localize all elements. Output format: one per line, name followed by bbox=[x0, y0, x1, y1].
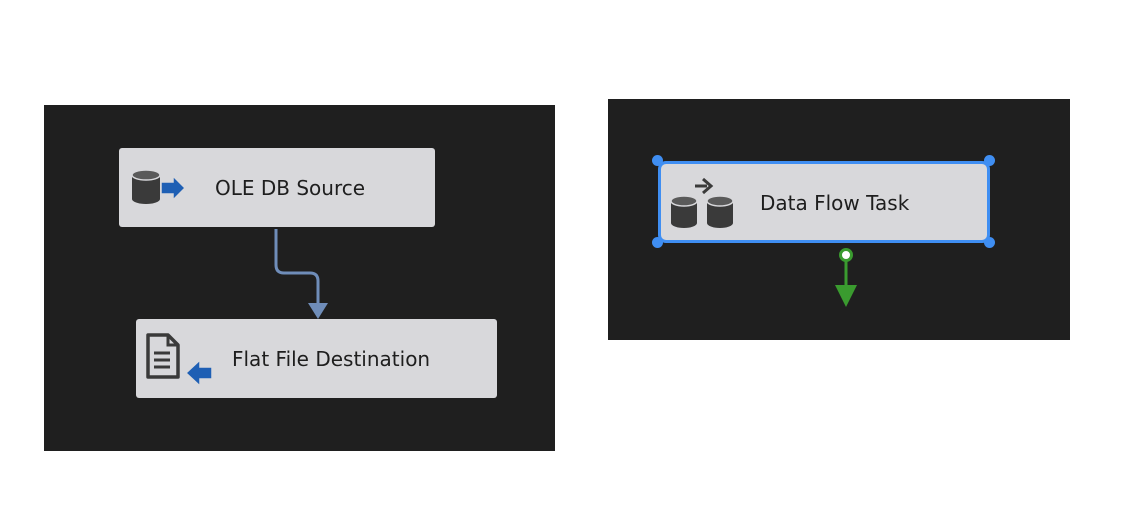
control-flow-canvas: Data Flow Task bbox=[608, 99, 1070, 340]
precedence-constraint-arrow[interactable] bbox=[608, 99, 1070, 340]
resize-handle-top-right[interactable] bbox=[984, 155, 995, 166]
ole-db-source-component[interactable]: OLE DB Source bbox=[119, 148, 435, 227]
data-flow-task-component[interactable]: Data Flow Task bbox=[658, 161, 990, 243]
resize-handle-bottom-left[interactable] bbox=[652, 237, 663, 248]
component-label: Flat File Destination bbox=[232, 347, 431, 371]
flat-file-destination-component[interactable]: Flat File Destination bbox=[136, 319, 497, 398]
resize-handle-bottom-right[interactable] bbox=[984, 237, 995, 248]
component-label: Data Flow Task bbox=[760, 191, 910, 215]
database-source-icon bbox=[131, 169, 185, 204]
component-label: OLE DB Source bbox=[215, 176, 366, 200]
data-flow-canvas: OLE DB Source Flat File Destination bbox=[44, 105, 555, 451]
flat-file-destination-icon bbox=[146, 333, 212, 387]
path-arrowhead bbox=[308, 303, 328, 319]
constraint-connector-dot bbox=[839, 248, 853, 262]
data-flow-task-icon bbox=[670, 177, 734, 228]
resize-handle-top-left[interactable] bbox=[652, 155, 663, 166]
data-flow-path[interactable] bbox=[44, 105, 555, 451]
constraint-arrowhead bbox=[835, 285, 857, 307]
